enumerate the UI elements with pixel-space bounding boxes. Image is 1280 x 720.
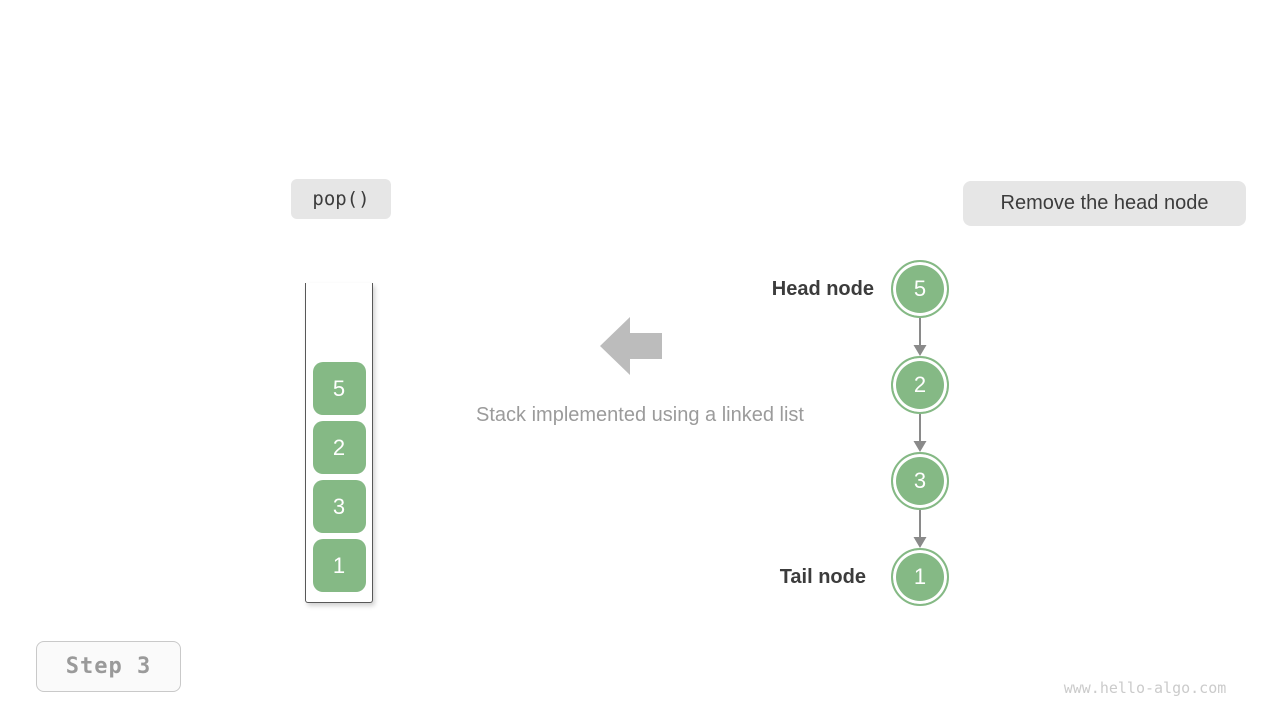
node-value: 2 xyxy=(913,372,927,397)
stack-item: 1 xyxy=(312,539,366,592)
head-node-label: Head node xyxy=(771,278,874,300)
linked-list-node: 5 xyxy=(891,260,949,318)
pop-operation-label: pop() xyxy=(291,179,391,219)
step-badge: Step 3 xyxy=(36,641,181,692)
node-value: 5 xyxy=(913,276,927,301)
linked-list-node: 1 xyxy=(891,548,949,606)
stack-item: 3 xyxy=(312,480,366,533)
tail-node-label: Tail node xyxy=(779,566,866,588)
stack-item: 5 xyxy=(312,362,366,415)
linked-list-node: 3 xyxy=(891,452,949,510)
watermark: www.hello-algo.com xyxy=(1063,679,1227,697)
down-arrow-icon xyxy=(913,318,927,356)
down-arrow-icon xyxy=(913,414,927,452)
stack-container: 5 2 3 1 xyxy=(305,283,373,603)
node-value: 3 xyxy=(913,468,927,493)
left-arrow-icon xyxy=(600,317,662,375)
caption: Stack implemented using a linked list xyxy=(476,404,804,426)
node-value: 1 xyxy=(913,564,927,589)
operation-description-label: Remove the head node xyxy=(963,181,1246,226)
down-arrow-icon xyxy=(913,510,927,548)
stack-item: 2 xyxy=(312,421,366,474)
linked-list-node: 2 xyxy=(891,356,949,414)
